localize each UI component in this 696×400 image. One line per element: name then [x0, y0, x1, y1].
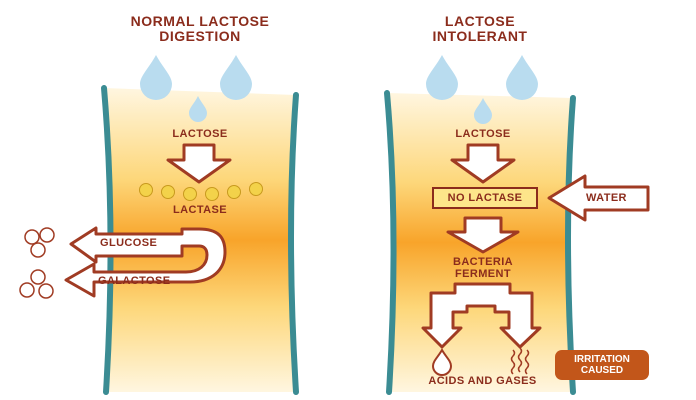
enzyme-icon — [249, 182, 263, 196]
galactose-label: GALACTOSE — [98, 275, 171, 287]
acid-drop-icon — [431, 347, 453, 376]
enzyme-icon — [183, 187, 197, 201]
galactose-molecule-icon — [19, 282, 35, 298]
enzyme-icon — [139, 183, 153, 197]
glucose-galactose-arrow-icon — [64, 226, 227, 298]
left-title: NORMAL LACTOSE DIGESTION — [130, 13, 270, 44]
down-arrow-icon — [446, 216, 520, 254]
gas-icon — [510, 349, 516, 375]
lactase-label: LACTASE — [173, 204, 227, 216]
down-arrow-icon — [450, 143, 516, 184]
acids-and-gases-label: ACIDS AND GASES — [428, 375, 537, 387]
gas-icon — [517, 347, 523, 373]
left-tube-wall-right — [288, 92, 299, 395]
bacteria-ferment-label: BACTERIA FERMENT — [452, 256, 514, 280]
enzyme-icon — [205, 187, 219, 201]
galactose-molecule-icon — [30, 269, 46, 285]
water-label: WATER — [586, 192, 627, 204]
right-tube-wall-left — [384, 90, 397, 395]
right-lactose-label: LACTOSE — [455, 128, 511, 140]
glucose-molecule-icon — [39, 227, 55, 243]
gas-icon — [524, 349, 530, 375]
glucose-molecule-icon — [24, 229, 40, 245]
down-arrow-icon — [166, 143, 232, 184]
glucose-molecule-icon — [30, 242, 46, 258]
right-tube-wall-right — [565, 95, 576, 395]
glucose-label: GLUCOSE — [100, 237, 158, 249]
water-drop-icon — [140, 55, 172, 100]
water-drop-icon — [189, 96, 207, 122]
irritation-badge: IRRITATION CAUSED — [555, 350, 649, 380]
water-arrow-icon — [547, 174, 650, 222]
water-drop-icon — [426, 55, 458, 100]
water-drop-icon — [220, 55, 252, 100]
branch-arrow-icon — [421, 282, 542, 349]
left-lactose-label: LACTOSE — [172, 128, 228, 140]
water-drop-icon — [506, 55, 538, 100]
right-title: LACTOSE INTOLERANT — [432, 13, 528, 44]
enzyme-icon — [227, 185, 241, 199]
no-lactase-label: NO LACTASE — [432, 187, 538, 209]
enzyme-icon — [161, 185, 175, 199]
galactose-molecule-icon — [38, 283, 54, 299]
water-drop-icon — [474, 98, 492, 124]
